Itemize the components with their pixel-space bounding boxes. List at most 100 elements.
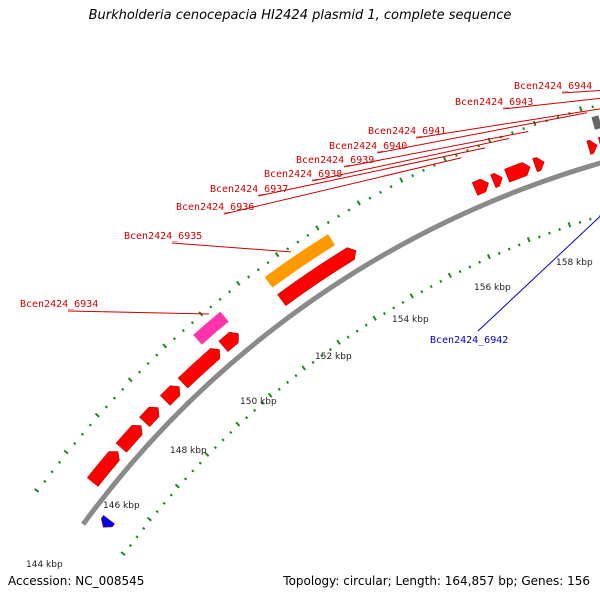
forward-gene bbox=[86, 451, 120, 487]
outer-tick bbox=[326, 220, 330, 225]
forward-gene bbox=[586, 139, 598, 155]
label-leader-line bbox=[343, 131, 529, 168]
forward-gene bbox=[115, 425, 143, 453]
outer-tick bbox=[104, 405, 108, 409]
inner-tick bbox=[392, 306, 396, 310]
scale-label: 150 kbp bbox=[240, 397, 277, 407]
outer-tick bbox=[579, 106, 583, 112]
gene-label: Bcen2424_6942 bbox=[430, 335, 508, 346]
inner-tick bbox=[439, 279, 443, 284]
forward-gene bbox=[218, 331, 239, 353]
inner-tick bbox=[235, 421, 241, 427]
inner-tick bbox=[135, 535, 139, 539]
gene-labels: Bcen2424_6934Bcen2424_6935Bcen2424_6936B… bbox=[20, 81, 592, 346]
inner-tick bbox=[245, 416, 249, 420]
outer-tick bbox=[63, 449, 69, 455]
inner-tick bbox=[468, 265, 472, 269]
inner-tick bbox=[409, 293, 414, 299]
outer-tick bbox=[286, 247, 290, 251]
misc-feature bbox=[591, 115, 600, 130]
label-leader-line bbox=[311, 138, 510, 182]
inner-tick bbox=[198, 461, 202, 465]
outer-tick bbox=[379, 190, 382, 194]
gene-label: Bcen2424_6936 bbox=[176, 202, 254, 213]
label-leader-line bbox=[502, 97, 600, 110]
inner-tick bbox=[589, 217, 592, 221]
gene-features bbox=[86, 115, 600, 528]
inner-tick bbox=[401, 300, 405, 304]
inner-tick bbox=[336, 339, 341, 345]
outer-tick bbox=[34, 488, 40, 493]
inner-tick bbox=[420, 290, 424, 294]
forward-gene bbox=[490, 173, 503, 189]
inner-tick bbox=[204, 451, 210, 457]
inner-tick bbox=[285, 380, 290, 384]
label-leader-line bbox=[376, 112, 588, 154]
label-leader-line bbox=[171, 242, 291, 253]
inner-tick bbox=[382, 311, 386, 316]
inner-tick bbox=[497, 251, 501, 255]
inner-tick bbox=[294, 374, 298, 378]
label-leader-line bbox=[415, 108, 600, 139]
inner-tick bbox=[355, 329, 359, 333]
forward-gene bbox=[532, 157, 545, 173]
outer-tick bbox=[162, 343, 168, 349]
outer-tick bbox=[442, 156, 447, 162]
scale-label: 156 kbp bbox=[474, 283, 511, 293]
label-leader-line bbox=[223, 157, 462, 215]
inner-tick bbox=[253, 408, 257, 413]
scale-label: 144 kbp bbox=[26, 560, 63, 570]
outer-tick bbox=[235, 280, 241, 286]
forward-gene bbox=[471, 178, 489, 196]
outer-tick bbox=[399, 177, 404, 183]
gene-label: Bcen2424_6944 bbox=[514, 81, 592, 92]
scale-label: 146 kbp bbox=[103, 501, 140, 511]
inner-tick bbox=[267, 392, 273, 398]
inner-tick bbox=[261, 401, 265, 405]
inner-tick bbox=[311, 360, 315, 364]
gene-label: Bcen2424_6943 bbox=[455, 97, 533, 108]
outer-tick bbox=[73, 441, 77, 446]
outer-tick bbox=[146, 361, 150, 366]
outer-tick bbox=[50, 470, 54, 474]
outer-tick bbox=[137, 370, 142, 374]
misc-feature bbox=[193, 311, 229, 345]
outer-tick bbox=[315, 225, 320, 231]
gene-label: Bcen2424_6941 bbox=[368, 126, 446, 137]
scale-label: 152 kbp bbox=[315, 352, 352, 362]
inner-tick bbox=[162, 501, 166, 505]
accession-text: Accession: NC_008545 bbox=[8, 574, 145, 588]
inner-tick bbox=[447, 272, 452, 279]
inner-tick bbox=[567, 221, 572, 228]
inner-tick bbox=[169, 493, 173, 497]
inner-tick bbox=[458, 270, 462, 274]
inner-tick bbox=[548, 231, 551, 235]
scale-label: 158 kbp bbox=[556, 258, 593, 268]
outer-tick bbox=[454, 153, 458, 157]
plasmid-backbone bbox=[81, 160, 600, 526]
inner-tick bbox=[328, 347, 333, 352]
outer-tick bbox=[57, 460, 62, 464]
inner-tick bbox=[221, 438, 225, 442]
outer-tick bbox=[591, 105, 594, 109]
scale-ticks bbox=[34, 105, 600, 556]
inner-tick bbox=[346, 335, 350, 339]
inner-tick bbox=[537, 235, 541, 239]
outer-tick bbox=[227, 290, 232, 294]
inner-tick bbox=[142, 526, 146, 531]
inner-tick bbox=[364, 323, 368, 327]
outer-tick bbox=[337, 214, 341, 218]
inner-tick bbox=[277, 387, 281, 391]
outer-tick bbox=[422, 168, 425, 172]
inner-tick bbox=[558, 227, 561, 231]
outer-tick bbox=[127, 377, 133, 383]
outer-tick bbox=[347, 208, 351, 212]
gene-label: Bcen2424_6937 bbox=[210, 184, 288, 195]
outer-tick bbox=[121, 387, 125, 391]
outer-tick bbox=[274, 252, 280, 258]
scale-label: 154 kbp bbox=[392, 315, 429, 325]
inner-tick bbox=[128, 544, 133, 548]
map-title: Burkholderia cenocepacia HI2424 plasmid … bbox=[88, 8, 512, 23]
